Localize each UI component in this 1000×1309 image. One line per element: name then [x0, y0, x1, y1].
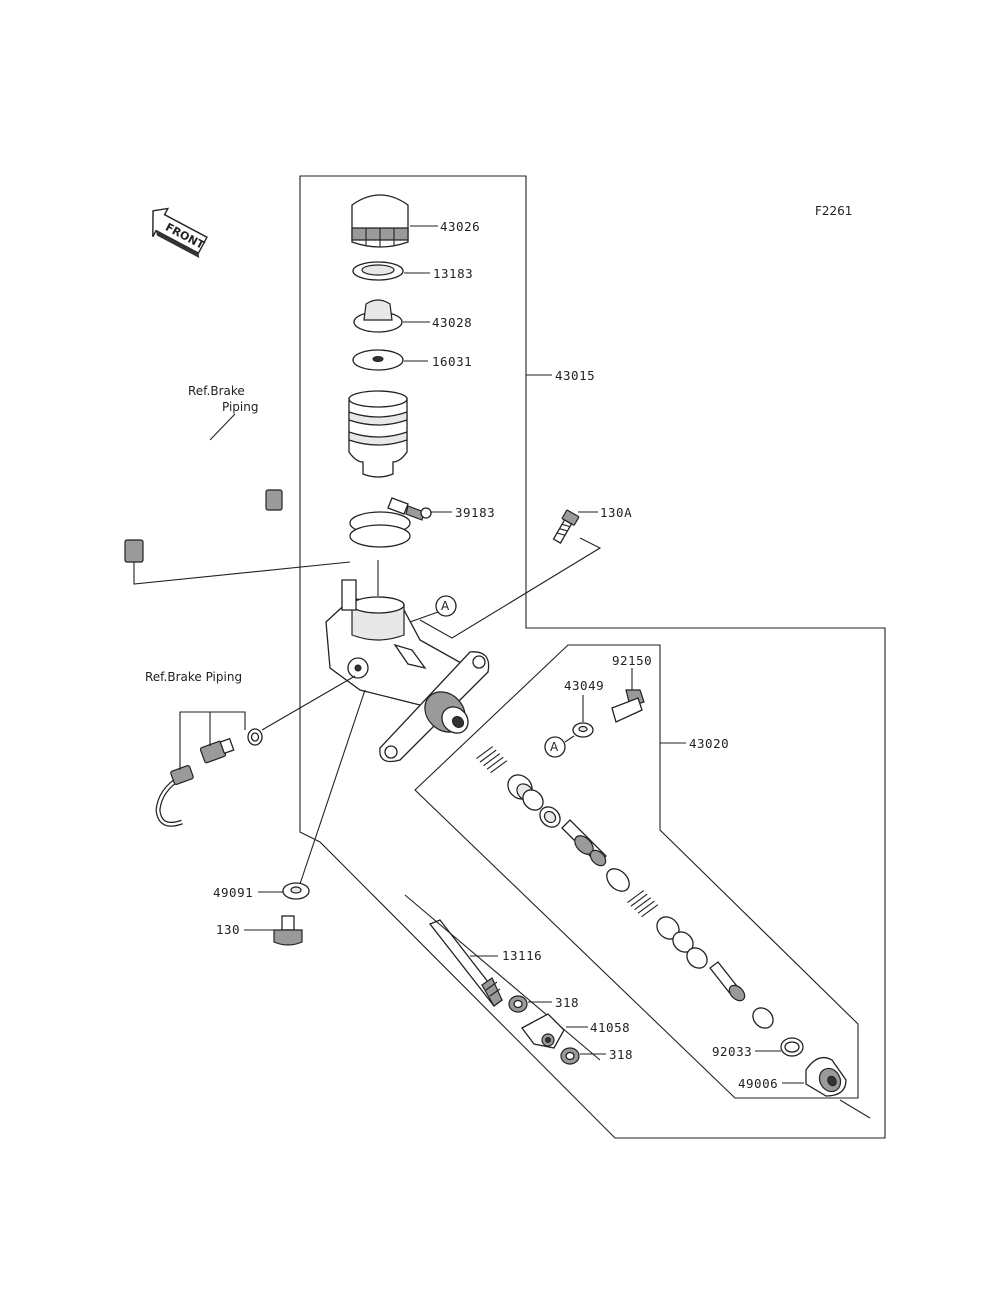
- part-130a: 130A: [600, 505, 632, 520]
- piston-parts: [475, 743, 774, 1029]
- part-39183: 39183: [455, 505, 495, 520]
- clevis-41058: [521, 1013, 565, 1049]
- ref-brake-piping-lower: Ref.Brake Piping: [145, 670, 242, 684]
- bracket-43015: [299, 175, 886, 1139]
- reservoir-body: [348, 390, 408, 478]
- bracket-43020: [414, 644, 859, 1099]
- part-13183: 13183: [433, 266, 473, 281]
- part-43049: 43049: [564, 678, 604, 693]
- part-318-lower: 318: [609, 1047, 633, 1062]
- callout-a-lower-label: A: [550, 740, 559, 754]
- boot-49006: [805, 1056, 847, 1097]
- mounting-flange: [379, 651, 490, 763]
- part-92033: 92033: [712, 1044, 752, 1059]
- ref-brake-piping-upper-2: Piping: [222, 400, 258, 414]
- part-49006: 49006: [738, 1076, 778, 1091]
- part-92150: 92150: [612, 653, 652, 668]
- reservoir-cap: [351, 194, 409, 248]
- bolt-130: [273, 915, 303, 946]
- hose-clamp-39183: [349, 497, 432, 548]
- diaphragm-43028: [353, 299, 403, 333]
- front-arrow-icon: FRONT: [152, 207, 208, 259]
- figure-code: F2261: [815, 204, 852, 218]
- part-16031: 16031: [432, 354, 472, 369]
- part-318-upper: 318: [555, 995, 579, 1010]
- callout-a-upper-label: A: [441, 599, 450, 613]
- part-43028: 43028: [432, 315, 472, 330]
- brake-pipe-upper: [124, 430, 283, 563]
- part-43020: 43020: [689, 736, 729, 751]
- part-49091: 49091: [213, 885, 253, 900]
- part-43026: 43026: [440, 219, 480, 234]
- bleeder-92150: [611, 689, 645, 723]
- brake-pipe-lower: [155, 728, 263, 827]
- part-41058: 41058: [590, 1020, 630, 1035]
- callout-a-upper: [435, 595, 457, 617]
- bolt-130a: [552, 509, 580, 544]
- part-130: 130: [216, 922, 240, 937]
- ref-brake-piping-upper-1: Ref.Brake: [188, 384, 245, 398]
- part-13116: 13116: [502, 948, 542, 963]
- part-43015: 43015: [555, 368, 595, 383]
- callout-a-lower: [544, 736, 566, 758]
